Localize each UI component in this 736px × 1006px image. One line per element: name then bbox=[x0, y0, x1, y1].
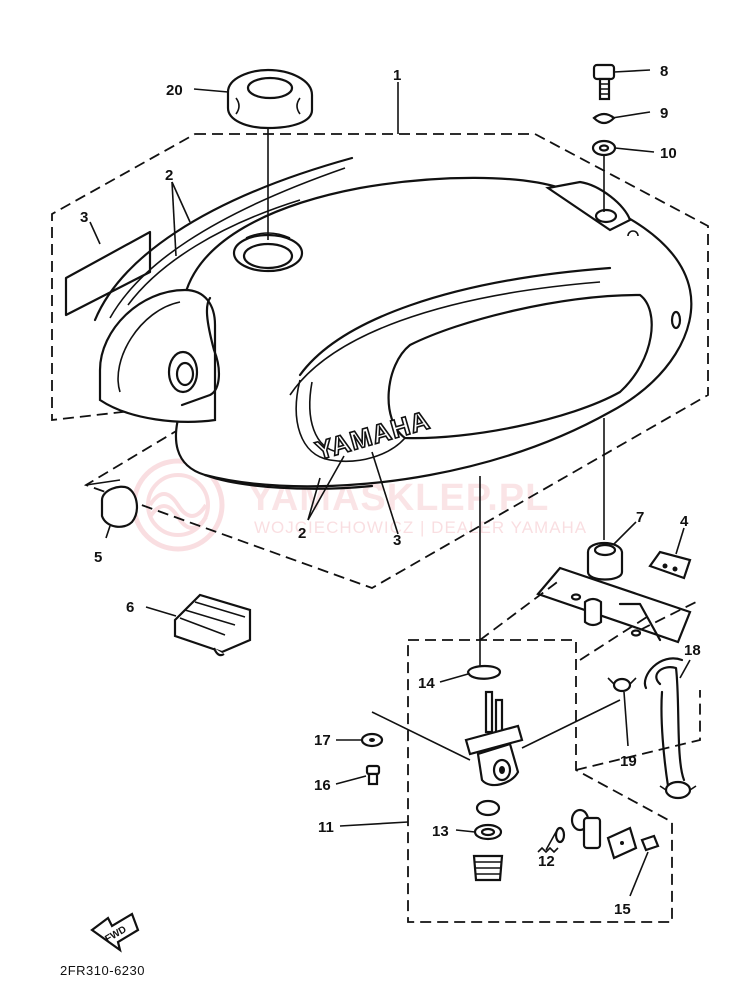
clip-4 bbox=[648, 550, 692, 580]
knee-recess bbox=[387, 293, 653, 440]
spring-12 bbox=[537, 826, 566, 854]
screw-15 bbox=[640, 834, 660, 852]
bolt-8 bbox=[592, 63, 616, 101]
damper-7 bbox=[586, 541, 624, 581]
petcock-valve-parts bbox=[570, 808, 638, 860]
fuel-cap bbox=[226, 68, 314, 130]
side-panel-outline bbox=[295, 379, 406, 463]
callout-3b: 3 bbox=[393, 532, 401, 549]
fuel-filter bbox=[472, 854, 504, 882]
callout-14: 14 bbox=[418, 675, 435, 692]
collar-9 bbox=[592, 112, 616, 125]
watermark-sub: WOJCIECHOWICZ | DEALER YAMAHA bbox=[254, 518, 587, 537]
petcock-assembly-boundary bbox=[407, 639, 673, 923]
callout-12: 12 bbox=[538, 853, 555, 870]
callout-3a: 3 bbox=[80, 209, 88, 226]
fuel-tank: YAMAHA bbox=[64, 156, 693, 490]
tank-outline bbox=[174, 176, 693, 488]
screw-16 bbox=[365, 764, 381, 786]
tank-rear-bracket bbox=[180, 296, 220, 407]
callout-1: 1 bbox=[393, 67, 401, 84]
tank-assembly-boundary bbox=[51, 133, 709, 589]
o-ring-14 bbox=[466, 664, 502, 680]
hose-clip-19b bbox=[659, 780, 697, 800]
watermark: YAMASKLEP.PL WOJCIECHOWICZ | DEALER YAMA… bbox=[131, 458, 587, 552]
washer-10 bbox=[591, 139, 617, 157]
callout-6: 6 bbox=[126, 599, 134, 616]
callout-11: 11 bbox=[318, 819, 334, 836]
callout-2b: 2 bbox=[298, 525, 306, 542]
fuel-petcock bbox=[464, 690, 524, 787]
left-side-emblem bbox=[64, 230, 152, 317]
callout-16: 16 bbox=[314, 777, 331, 794]
callouts: 1 2 2 3 3 4 5 6 7 8 9 10 11 12 13 14 15 … bbox=[80, 63, 701, 918]
fwd-arrow-icon: FWD bbox=[90, 912, 140, 953]
tank-rear-end bbox=[98, 288, 217, 423]
callout-20: 20 bbox=[166, 82, 183, 99]
tank-mat-6 bbox=[173, 593, 252, 657]
rear-grommet bbox=[167, 350, 199, 394]
damper-5 bbox=[100, 485, 138, 528]
callout-17: 17 bbox=[314, 732, 331, 749]
callout-7: 7 bbox=[636, 509, 644, 526]
callout-18: 18 bbox=[684, 642, 701, 659]
callout-8: 8 bbox=[660, 63, 668, 80]
washer-13 bbox=[473, 799, 503, 841]
callout-4: 4 bbox=[680, 513, 689, 530]
callout-2a: 2 bbox=[165, 167, 173, 184]
fuel-hose-18 bbox=[643, 657, 686, 788]
petcock-screw-leader bbox=[371, 711, 471, 761]
washer-17 bbox=[360, 732, 384, 748]
left-stripe-outer bbox=[93, 156, 354, 322]
callout-10: 10 bbox=[660, 145, 677, 162]
drawing-code: 2FR310-6230 bbox=[60, 963, 145, 978]
leader-lines bbox=[89, 69, 691, 897]
callout-13: 13 bbox=[432, 823, 449, 840]
hose-clip-19a bbox=[607, 677, 637, 693]
callout-5: 5 bbox=[94, 549, 102, 566]
callout-9: 9 bbox=[660, 105, 668, 122]
petcock-region-left-border bbox=[479, 579, 651, 661]
callout-19: 19 bbox=[620, 753, 637, 770]
petcock-hose-leader bbox=[521, 699, 621, 749]
callout-15: 15 bbox=[614, 901, 631, 918]
right-stripe-outer bbox=[298, 266, 612, 377]
